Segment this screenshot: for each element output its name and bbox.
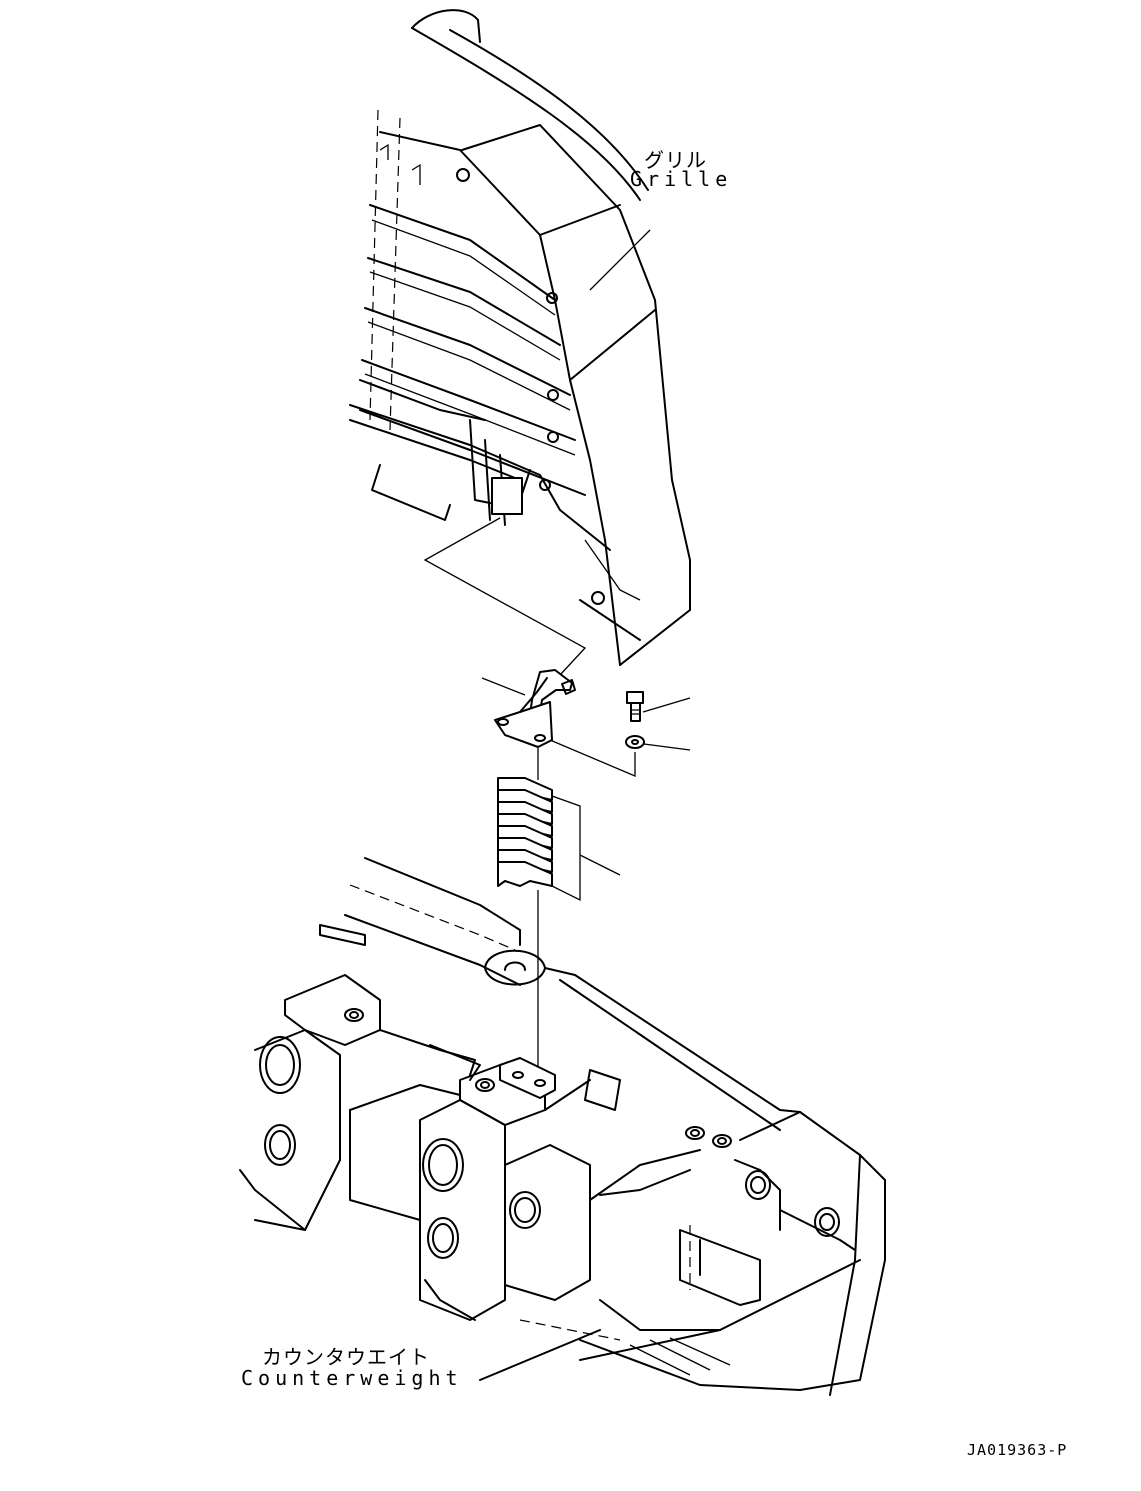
leader-washer [643, 743, 691, 751]
counterweight-part [239, 857, 886, 1396]
drawing-number: JA019363-P [967, 1441, 1068, 1459]
bolt-part [626, 691, 644, 722]
grille-label-english: Grille [630, 167, 733, 191]
counterweight-label-japanese: カウンタウエイト [262, 1345, 430, 1369]
alignment-line-washer [549, 739, 636, 777]
grille-label-japanese: グリル [644, 148, 707, 172]
counterweight-label-english: Counterweight [241, 1366, 463, 1390]
grille-part [349, 9, 691, 666]
leader-bracket [481, 677, 526, 696]
leader-shim [579, 854, 621, 876]
leader-grille-to-bracket [423, 517, 587, 676]
leader-bolt [642, 697, 691, 713]
hinge-bracket-part [494, 669, 576, 748]
shim-stack-part [497, 777, 581, 902]
washer-part [625, 735, 645, 749]
